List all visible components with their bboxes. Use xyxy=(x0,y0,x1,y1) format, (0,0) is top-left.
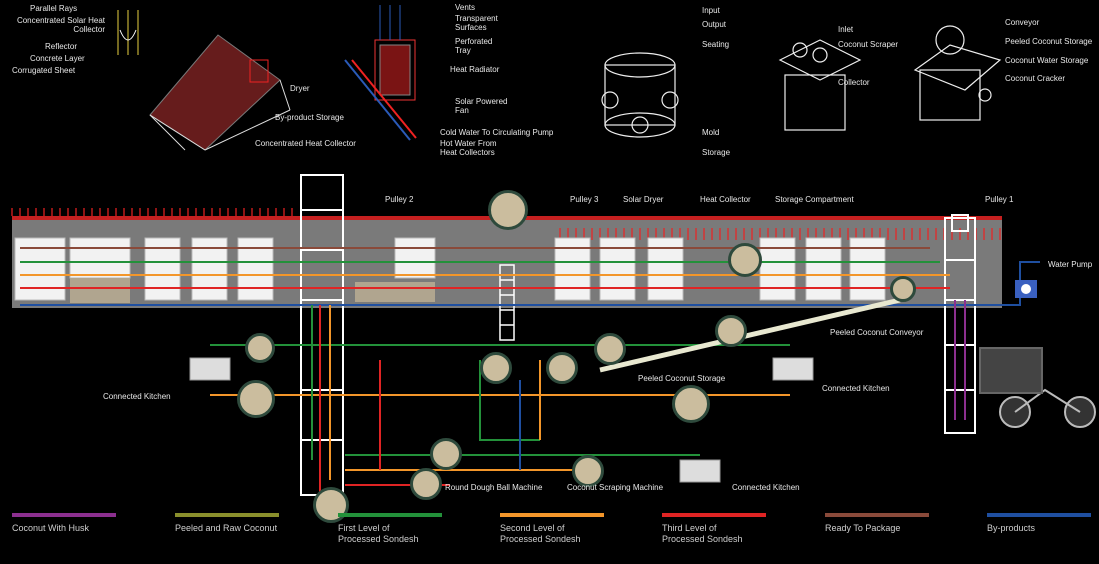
label-coconut-cracker: Coconut Cracker xyxy=(1005,74,1066,83)
label-solar-dryer: Solar Dryer xyxy=(623,195,664,204)
legend-swatch xyxy=(825,513,929,517)
coconut-photo-icon xyxy=(245,333,275,363)
label-round-dough-ball-machine: Round Dough Ball Machine xyxy=(445,483,543,492)
label-collector: Collector xyxy=(838,78,870,87)
label-coconut-water-storage: Coconut Water Storage xyxy=(1005,56,1089,65)
label-solar-fan: Solar Powered Fan xyxy=(455,97,508,115)
label-seating: Seating xyxy=(702,40,730,49)
legend-item: Peeled and Raw Coconut xyxy=(175,513,283,534)
label-heat-radiator: Heat Radiator xyxy=(450,65,500,74)
coconut-photo-icon xyxy=(890,276,916,302)
coconut-photo-icon xyxy=(430,438,462,470)
label-connected-kitchen-left: Connected Kitchen xyxy=(103,392,171,401)
coconut-photo-icon xyxy=(546,352,578,384)
label-connected-kitchen-right: Connected Kitchen xyxy=(822,384,890,393)
legend-label: Peeled and Raw Coconut xyxy=(175,523,278,533)
legend-swatch xyxy=(12,513,116,517)
bicycle-cart-icon xyxy=(979,347,1096,428)
mold-machine-sketch xyxy=(601,52,679,138)
label-pulley-2: Pulley 2 xyxy=(385,195,414,204)
label-corrugated-sheet: Corrugated Sheet xyxy=(12,66,76,75)
label-peeled-coconut-storage-top: Peeled Coconut Storage xyxy=(1005,37,1093,46)
kitchen-icons xyxy=(189,357,814,483)
coconut-photo-icon xyxy=(594,333,626,365)
label-perforated-tray: Perforated Tray xyxy=(455,37,493,55)
pulley-3-ladder xyxy=(499,264,515,341)
coconut-scraper-sketch xyxy=(778,39,862,131)
solar-collector-sketch xyxy=(117,10,291,151)
label-concentrated-solar: Concentrated Solar Heat Collector xyxy=(16,16,105,34)
label-byproduct-storage: By-product Storage xyxy=(275,113,344,122)
label-connected-kitchen-bottom: Connected Kitchen xyxy=(732,483,800,492)
water-pump-icon xyxy=(1015,280,1037,298)
coconut-photo-icon xyxy=(480,352,512,384)
label-dryer: Dryer xyxy=(290,84,310,93)
coconut-photo-icon xyxy=(572,455,604,487)
legend-swatch xyxy=(500,513,604,517)
coconut-photo-icon xyxy=(488,190,528,230)
label-water-pump: Water Pump xyxy=(1048,260,1093,269)
legend-label: Ready To Package xyxy=(825,523,901,533)
label-cold-water: Cold Water To Circulating Pump xyxy=(440,128,554,137)
coconut-photo-icon xyxy=(672,385,710,423)
label-pulley-3: Pulley 3 xyxy=(570,195,599,204)
legend-item: First Level of Processed Sondesh xyxy=(338,513,446,545)
legend-swatch xyxy=(338,513,442,517)
legend-swatch xyxy=(175,513,279,517)
legend-item: Third Level of Processed Sondesh xyxy=(662,513,770,545)
label-storage-compartment: Storage Compartment xyxy=(775,195,854,204)
heat-radiator-sketch xyxy=(344,5,417,141)
legend-label: Coconut With Husk xyxy=(12,523,90,533)
label-transparent-surfaces: Transparent Surfaces xyxy=(455,14,498,32)
label-storage: Storage xyxy=(702,148,731,157)
label-pulley-1: Pulley 1 xyxy=(985,195,1014,204)
label-mold: Mold xyxy=(702,128,720,137)
coconut-photo-icon xyxy=(715,315,747,347)
legend-item: Second Level of Processed Sondesh xyxy=(500,513,608,545)
label-inlet: Inlet xyxy=(838,25,854,34)
label-vents: Vents xyxy=(455,3,476,12)
label-coconut-scraping-machine: Coconut Scraping Machine xyxy=(567,483,664,492)
legend-label: By-products xyxy=(987,523,1036,533)
label-parallel-rays: Parallel Rays xyxy=(30,4,78,13)
label-heat-collector: Heat Collector xyxy=(700,195,751,204)
label-input: Input xyxy=(702,6,720,15)
label-peeled-coconut-conveyor: Peeled Coconut Conveyor xyxy=(830,328,924,337)
coconut-photo-icon xyxy=(237,380,275,418)
legend-item: Coconut With Husk xyxy=(12,513,120,534)
label-conveyor: Conveyor xyxy=(1005,18,1040,27)
coconut-photo-icon xyxy=(728,243,762,277)
label-reflector: Reflector xyxy=(45,42,78,51)
coconut-cracker-sketch xyxy=(913,25,1002,121)
legend-item: By-products xyxy=(987,513,1095,534)
coconut-photo-icon xyxy=(410,468,442,500)
legend-swatch xyxy=(662,513,766,517)
label-hot-water: Hot Water From Heat Collectors xyxy=(440,139,497,157)
legend-label: First Level of Processed Sondesh xyxy=(338,523,419,544)
coconut-photo-icon xyxy=(313,487,349,523)
legend-label: Third Level of Processed Sondesh xyxy=(662,523,743,544)
legend-label: Second Level of Processed Sondesh xyxy=(500,523,581,544)
label-output: Output xyxy=(702,20,727,29)
legend-swatch xyxy=(987,513,1091,517)
legend-item: Ready To Package xyxy=(825,513,933,534)
label-concentrated-heat-collector: Concentrated Heat Collector xyxy=(255,139,356,148)
label-coconut-scraper: Coconut Scraper xyxy=(838,40,899,49)
pulley-1-tower xyxy=(944,214,976,434)
label-concrete-layer: Concrete Layer xyxy=(30,54,85,63)
label-peeled-coconut-storage: Peeled Coconut Storage xyxy=(638,374,726,383)
